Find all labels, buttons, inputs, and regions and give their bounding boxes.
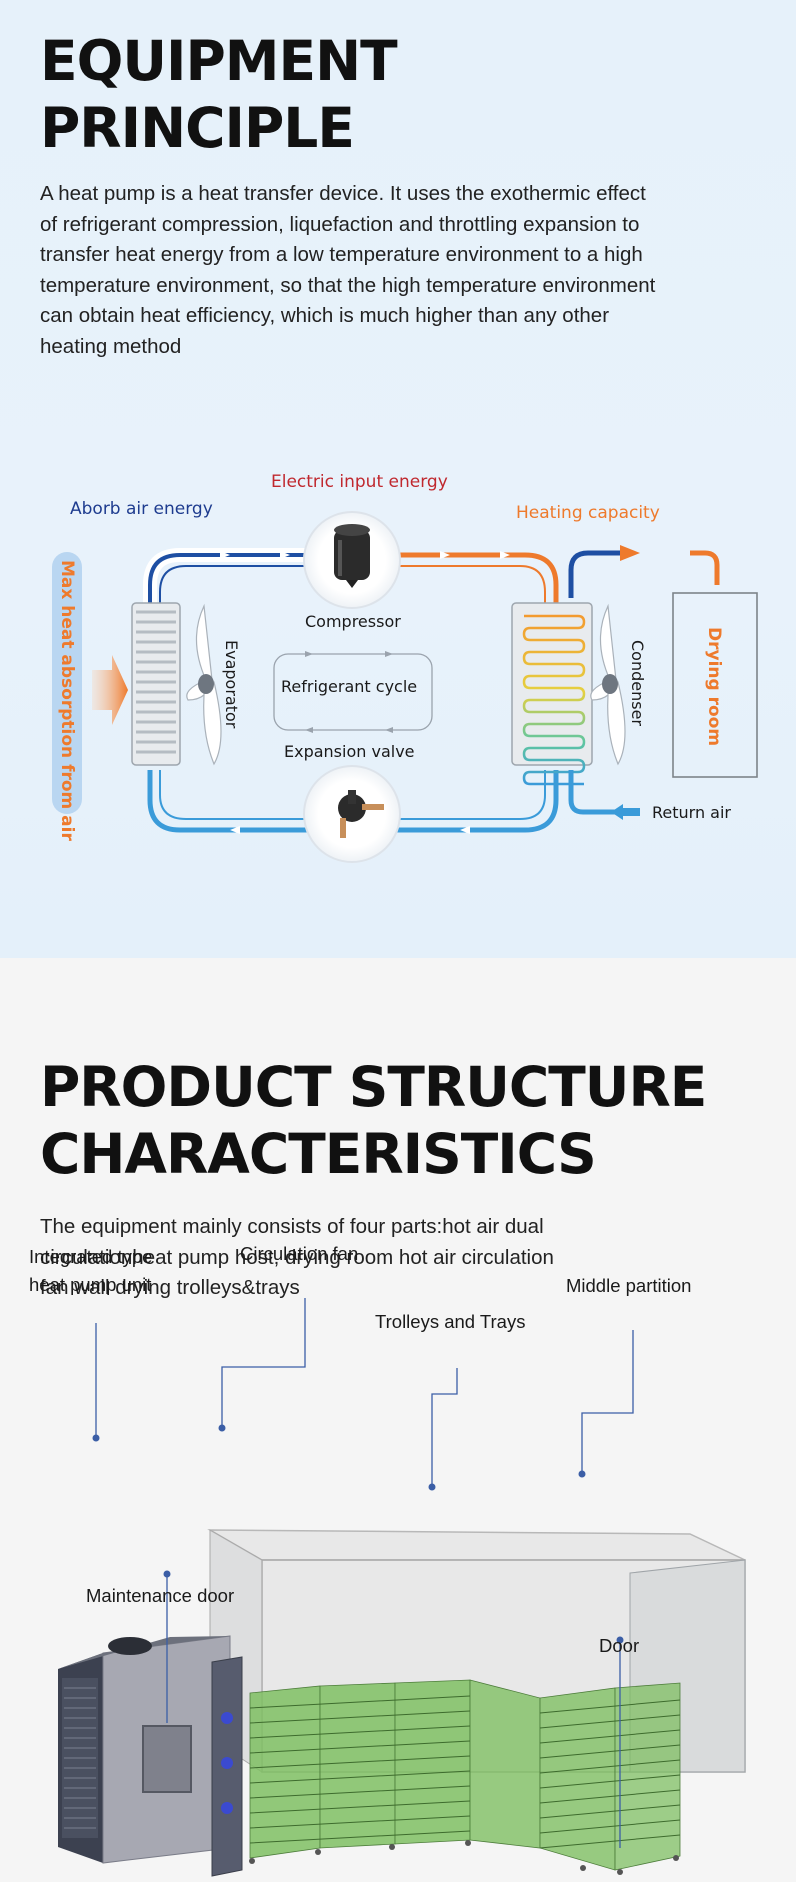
max-heat-label: Max heat absorption from air xyxy=(57,560,77,841)
condenser-unit xyxy=(511,602,626,786)
max-heat-pill xyxy=(52,552,82,814)
trolleys-and-trays xyxy=(249,1679,681,1875)
expansion-valve-label: Expansion valve xyxy=(284,742,415,761)
heat-pump-cycle-diagram: Max heat absorption from air xyxy=(52,472,758,863)
drying-room-box xyxy=(672,592,758,778)
drying-room-label: Drying room xyxy=(704,627,724,746)
evaporator-label: Evaporator xyxy=(222,640,241,729)
heading-line-1: PRODUCT STRUCTURE xyxy=(40,1055,707,1119)
product-structure-section: PRODUCT STRUCTURE CHARACTERISTICS The eq… xyxy=(0,958,796,1882)
circulation-fan-wall xyxy=(211,1656,243,1877)
door-label: Door xyxy=(599,1635,640,1656)
paragraph-line: can obtain heat efficiency, which is muc… xyxy=(40,304,610,327)
circulation-fan-label: Circulation fan xyxy=(240,1243,359,1264)
paragraph-line: A heat pump is a heat transfer device. I… xyxy=(40,182,646,205)
paragraph-line: transfer heat energy from a low temperat… xyxy=(40,243,643,266)
paragraph-line: heating method xyxy=(40,334,182,358)
compressor-icon xyxy=(334,524,370,588)
callout-circulation xyxy=(221,1298,306,1428)
condenser-label: Condenser xyxy=(628,640,647,726)
refrigerant-cycle-box xyxy=(273,653,433,731)
product-structure-heading: PRODUCT STRUCTURE CHARACTERISTICS xyxy=(40,1054,707,1188)
heating-capacity-arrow xyxy=(568,550,620,598)
electric-input-label: Electric input energy xyxy=(271,472,448,492)
equipment-principle-section: EQUIPMENT PRINCIPLE A heat pump is a hea… xyxy=(0,0,796,958)
paragraph-line: fan wall drying trolleys&trays xyxy=(40,1276,300,1299)
equipment-principle-heading: EQUIPMENT PRINCIPLE xyxy=(40,28,398,162)
drying-room-structure-illustration xyxy=(58,1298,746,1877)
heat-pump-unit xyxy=(58,1635,231,1864)
callout-trolleys xyxy=(431,1368,458,1487)
return-air-arrow xyxy=(568,770,615,815)
label-line: Integrated type xyxy=(29,1246,153,1267)
maintenance-door-label: Maintenance door xyxy=(86,1585,235,1606)
expansion-valve-icon xyxy=(338,790,384,838)
top-pipe-orange xyxy=(395,552,559,610)
evaporator-unit xyxy=(131,602,222,766)
trolleys-and-trays-label: Trolleys and Trays xyxy=(375,1311,526,1332)
paragraph-line: circulationheat pump host, drying room h… xyxy=(40,1245,554,1269)
heating-capacity-label: Heating capacity xyxy=(516,503,660,523)
paragraph-line: of refrigerant compression, liquefaction… xyxy=(40,212,640,236)
air-input-arrow xyxy=(92,655,128,725)
heading-line-2: PRINCIPLE xyxy=(40,96,355,160)
callout-middle xyxy=(581,1330,634,1474)
integrated-heat-pump-label: Integrated type heat pump unit xyxy=(29,1243,152,1299)
paragraph-line: The equipment mainly consists of four pa… xyxy=(40,1215,544,1238)
refrigerant-cycle-label: Refrigerant cycle xyxy=(281,677,417,696)
heading-line-1: EQUIPMENT xyxy=(40,29,398,93)
absorb-air-label: Aborb air energy xyxy=(70,499,213,519)
middle-partition-label: Middle partition xyxy=(566,1275,692,1296)
return-air-label: Return air xyxy=(652,803,731,822)
product-structure-paragraph: The equipment mainly consists of four pa… xyxy=(40,1212,554,1304)
paragraph-line: temperature environment, so that the hig… xyxy=(40,273,656,297)
heading-line-2: CHARACTERISTICS xyxy=(40,1122,597,1186)
equipment-principle-paragraph: A heat pump is a heat transfer device. I… xyxy=(40,179,655,362)
compressor-label: Compressor xyxy=(305,612,401,631)
label-line: heat pump unit xyxy=(29,1274,152,1295)
bottom-pipe-blue xyxy=(147,770,310,833)
